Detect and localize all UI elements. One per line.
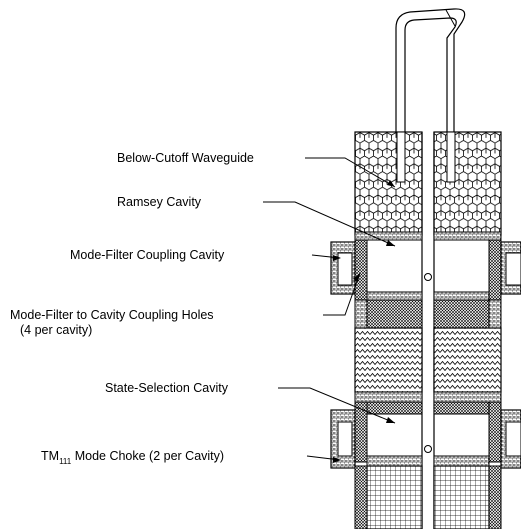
label-coupling-holes: Mode-Filter to Cavity Coupling Holes (10, 308, 214, 322)
label-coupling-holes-note: (4 per cavity) (20, 323, 92, 337)
below-cutoff-waveguide (354, 131, 502, 236)
leader-lines (263, 157, 396, 463)
label-mode-filter-coupling-cavity: Mode-Filter Coupling Cavity (70, 248, 225, 262)
mode-choke-prefix: TM (41, 449, 59, 463)
ramsey-cavity-section (330, 132, 521, 529)
waveguide-tubes (395, 8, 466, 185)
bottom-pipes (354, 465, 502, 529)
mode-choke-subscript: 111 (59, 457, 72, 466)
label-ramsey-cavity: Ramsey Cavity (117, 195, 202, 209)
absorber-section (354, 299, 502, 393)
label-state-selection-cavity: State-Selection Cavity (105, 381, 229, 395)
label-mode-choke: TM111 Mode Choke (2 per Cavity) (41, 449, 224, 466)
mode-choke-suffix: Mode Choke (2 per Cavity) (71, 449, 224, 463)
state-selection-cavity-section (330, 391, 521, 469)
label-below-cutoff-waveguide: Below-Cutoff Waveguide (117, 151, 254, 165)
